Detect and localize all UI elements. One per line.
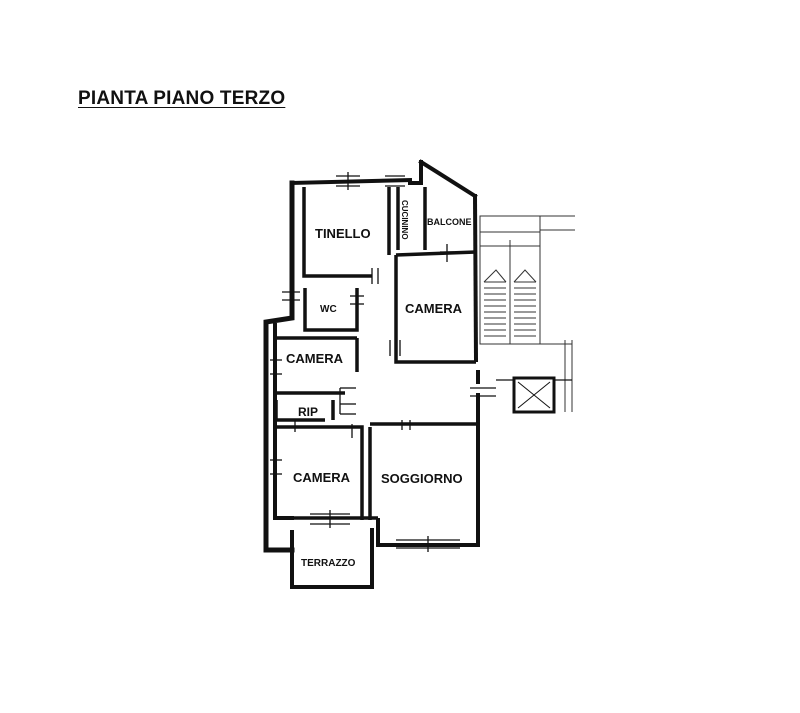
elevator-shaft [496, 376, 572, 414]
room-label-cucinino: CUCININO [400, 200, 409, 240]
room-labels: TINELLO CUCININO BALCONE WC CAMERA CAMER… [286, 200, 472, 569]
room-label-balcone: BALCONE [427, 217, 472, 227]
page-title: PIANTA PIANO TERZO [78, 88, 286, 109]
interior-walls [274, 187, 478, 589]
stairwell [479, 215, 575, 412]
room-label-camera-left: CAMERA [286, 351, 344, 366]
room-label-camera-bottom: CAMERA [293, 470, 351, 485]
room-label-rip: RIP [298, 405, 318, 419]
room-label-soggiorno: SOGGIORNO [381, 471, 463, 486]
doors-and-windows [270, 172, 496, 552]
room-label-terrazzo: TERRAZZO [301, 558, 356, 569]
room-label-wc: WC [320, 304, 337, 315]
room-label-camera-center: CAMERA [405, 301, 463, 316]
room-label-tinello: TINELLO [315, 226, 371, 241]
